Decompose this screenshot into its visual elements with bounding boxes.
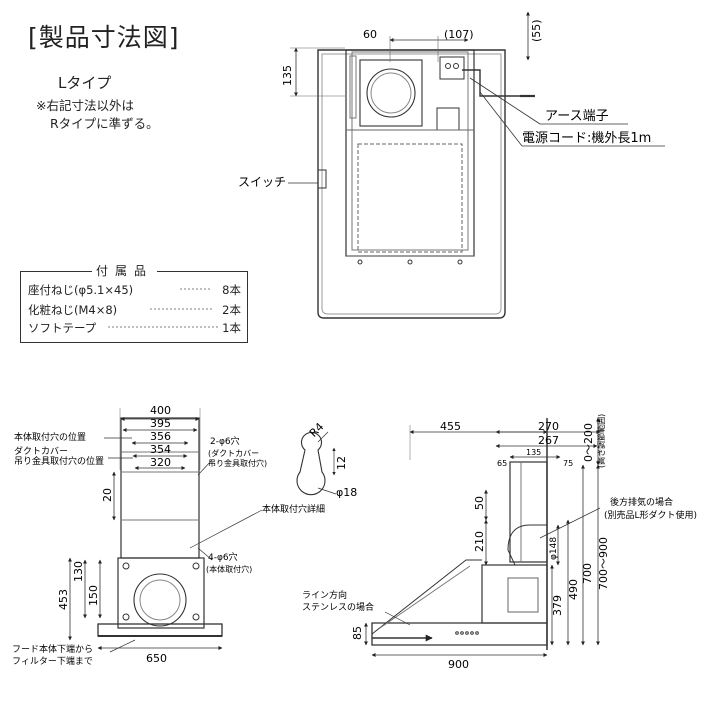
front-view [68,408,337,653]
label-4-holes-sub: (本体取付穴) [206,564,252,574]
dim-379: 379 [551,595,564,616]
accessory-qty: 8本 [222,283,241,297]
side-view [364,417,601,657]
dim-107: (107) [444,28,474,41]
accessory-row-cosmetic-screw: 化粧ねじ(M4×8) 2本 [28,302,246,318]
dim-700: 700 [581,563,594,584]
label-duct-cover: ダクトカバー [14,445,68,457]
dim-12: 12 [335,456,348,470]
page-title: [製品寸法図] [28,23,180,52]
accessory-qty: 1本 [222,321,241,335]
dim-135-side: 135 [526,448,541,457]
label-hood-bottom-2: フィルター下端まで [12,655,93,667]
accessory-row-screw: 座付ねじ(φ5.1×45) 8本 [28,282,246,298]
accessories-heading: 付属品 [92,262,158,279]
label-mount-hole-position: 本体取付穴の位置 [14,431,86,443]
dim-453: 453 [57,589,70,610]
label-stainless: ステンレスの場合 [302,601,374,613]
accessory-qty: 2本 [222,303,241,317]
dim-700-900: 700〜900 [597,537,610,590]
dim-65: 65 [497,459,507,468]
dim-0-200: 0〜200 [582,423,595,462]
label-mount-hole-detail: 本体取付穴詳細 [262,503,325,515]
accessory-row-soft-tape: ソフトテープ 1本 [28,320,246,336]
type-label: Lタイプ [58,74,112,92]
dim-320: 320 [150,456,171,469]
dim-490: 490 [567,579,580,600]
dim-210: 210 [473,531,486,552]
dim-395: 395 [150,417,171,430]
dim-85: 85 [351,626,364,640]
label-rear-exhaust-sub: (別売品L形ダクト使用) [604,509,697,521]
label-2-holes-sub-1: (ダクトカバー [208,448,259,458]
dim-150: 150 [87,585,100,606]
dim-phi148: φ148 [549,537,559,560]
dim-900: 900 [448,658,469,671]
dim-267: 267 [538,434,559,447]
label-2-holes-sub-2: 吊り金具取付穴) [208,458,267,468]
dim-455: 455 [440,420,461,433]
dim-0-200-note: (高さ調節範囲) [596,414,606,468]
label-power-cord: 電源コード:機外長1m [522,131,651,146]
accessory-name: 座付ねじ(φ5.1×45) [28,283,134,297]
dim-20: 20 [101,488,114,502]
accessory-name: ソフトテープ [28,321,97,335]
dim-60: 60 [363,28,377,41]
dim-50: 50 [473,496,486,510]
top-view [288,11,665,319]
dim-phi18: φ18 [336,486,357,499]
label-rear-exhaust: 後方排気の場合 [610,496,673,508]
label-duct-hanger-position: 吊り金具取付穴の位置 [14,455,104,467]
dim-130: 130 [72,561,85,582]
dim-270: 270 [538,420,559,433]
label-4-holes: 4-φ6穴 [208,551,238,563]
dim-75: 75 [563,459,573,468]
dim-135: 135 [281,65,294,86]
label-hood-bottom-1: フード本体下端から [12,643,93,655]
label-switch: スイッチ [238,175,286,189]
dim-356: 356 [150,430,171,443]
note-line-1: ※右記寸法以外は [36,98,134,113]
dim-400: 400 [150,404,171,417]
dim-354: 354 [150,443,171,456]
label-2-holes: 2-φ6穴 [210,435,240,447]
dim-650: 650 [146,652,167,665]
label-line-direction: ライン方向 [302,589,347,601]
label-earth-terminal: アース端子 [545,109,609,124]
note-line-2: Rタイプに準ずる。 [50,116,159,131]
dim-55: (55) [530,19,543,42]
accessory-name: 化粧ねじ(M4×8) [28,303,118,317]
